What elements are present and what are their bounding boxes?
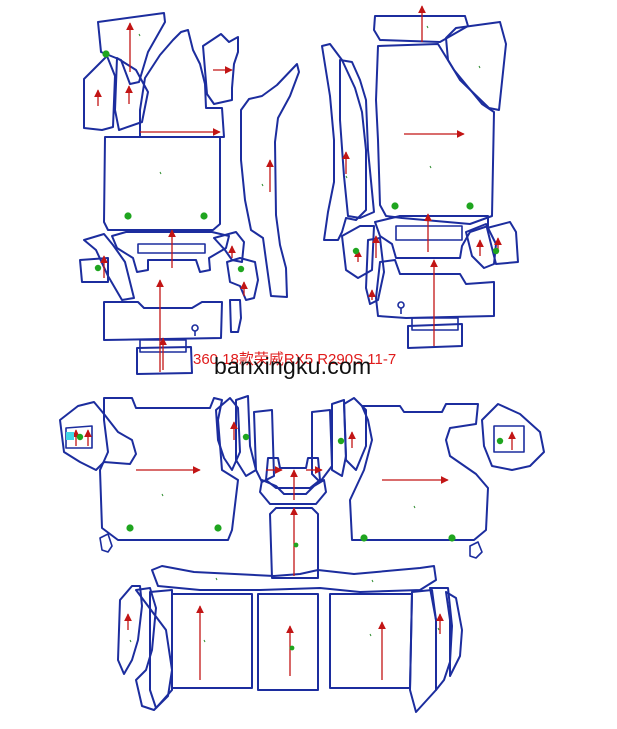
rear-right-mat [329,593,413,689]
bottom-right-small-blob [469,541,483,559]
right-set-lower-right-b [486,221,519,265]
top-right-upper-box [373,15,469,43]
right-upper-wedge [445,21,507,111]
rear-left-side-a [117,585,143,675]
long-side-strip [240,63,300,298]
rear-right-side-c [445,591,463,677]
rear-right-side-a [409,589,437,713]
drawing-caption: 360 18款荣威RX5 R290S 11-7 [193,351,397,368]
bottom-left-side-piece-inner [65,425,93,449]
right-set-long-strip [321,43,367,241]
left-side-piece-a [83,55,116,131]
bottom-cup-piece [136,346,193,375]
bottom-inner-left-strip-c [253,409,275,483]
left-lower-small-b [83,233,135,301]
center-tunnel-piece [139,29,225,138]
bottom-inner-right-strip-a [311,409,333,483]
right-set-lower-left-b [365,237,385,305]
bottom-right-floor-mat [349,403,489,541]
right-lower-tunnel-bar [374,215,489,259]
lower-tunnel-inner [137,243,206,254]
right-bottom-cup-inner [411,317,459,331]
right-lower-piece-a [213,231,245,263]
lower-tunnel-bar [111,231,230,273]
watermark-text: banxingku.com [214,353,372,379]
left-lower-small-a [79,257,109,283]
bottom-plate [103,301,223,341]
bottom-left-side-piece [59,401,137,471]
bottom-cup-inner [139,339,187,353]
right-lower-tunnel-inner [395,225,463,241]
rear-left-mat [171,593,253,689]
rear-center-mat [257,593,319,691]
bottom-center-tunnel-mid [259,479,327,505]
pedal-area-piece [202,33,239,105]
bottom-inner-right-strip-c [343,397,367,471]
top-right-mat-set [321,5,519,349]
left-side-piece-b [114,57,149,131]
seam-markers [129,25,481,643]
top-left-mat-set [79,12,300,375]
bottom-mat-set [59,395,545,713]
right-center-tunnel [339,59,375,219]
rear-left-side-c [149,589,173,709]
right-bottom-cup [407,323,463,349]
bottom-center-plate [269,507,319,579]
right-lower-piece-b [226,257,259,301]
left-upper-wedge-piece [97,12,166,85]
right-bottom-plate [375,259,495,319]
rear-seat-upper-strip [151,565,437,593]
rear-right-side-b [429,587,453,691]
right-lower-piece-c [229,299,242,333]
bottom-right-side-piece [481,403,545,471]
bottom-right-side-piece-inner [493,425,525,453]
right-set-lower-right-a [465,223,497,269]
bottom-left-small-blob [99,533,113,553]
bottom-inner-right-strip-b [331,399,347,477]
right-set-lower-left-a [341,225,375,279]
